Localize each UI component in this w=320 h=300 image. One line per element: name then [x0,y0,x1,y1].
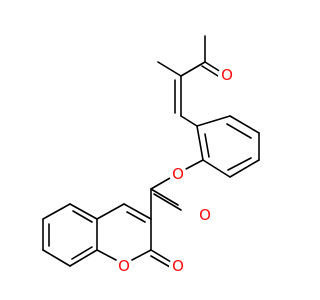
bond [42,203,71,220]
bond-lines [42,35,260,268]
oxygen-atom-label: O [199,206,211,224]
bond [229,159,260,178]
bond [157,61,182,77]
oxygen-atom-label: O [221,66,233,84]
bond [196,125,204,161]
bond [96,249,117,261]
bond [185,159,204,170]
oxygen-atom-label: O [172,257,184,275]
bond [69,249,98,267]
bond [201,65,219,77]
bond [204,61,222,73]
bond [229,115,260,134]
bond [42,249,71,267]
bond [131,249,152,261]
atom-o-ester-link: O [169,165,187,183]
atom-o-ester-carbonyl: O [196,206,214,224]
oxygen-atom-label: O [118,257,130,275]
bond [204,133,210,158]
bond [196,115,231,127]
bond [123,203,152,220]
atom-o-ketone: O [218,66,236,84]
atom-o-lactone: O [169,257,187,275]
bond [72,210,93,223]
bond [227,157,252,171]
bond [150,188,179,206]
bond [150,249,172,263]
bond [150,177,171,190]
bond [202,159,231,178]
bond [153,193,182,211]
atom-o-ring: O [115,257,133,275]
oxygen-atom-label: O [172,165,184,183]
molecule-structure-diagram: O O O O O [42,35,260,275]
bond [126,211,146,223]
bond [71,246,93,260]
bond [69,203,98,220]
bond [150,255,171,268]
bond [180,61,206,77]
bond [226,123,252,139]
bond [180,115,198,127]
bond [96,203,125,220]
